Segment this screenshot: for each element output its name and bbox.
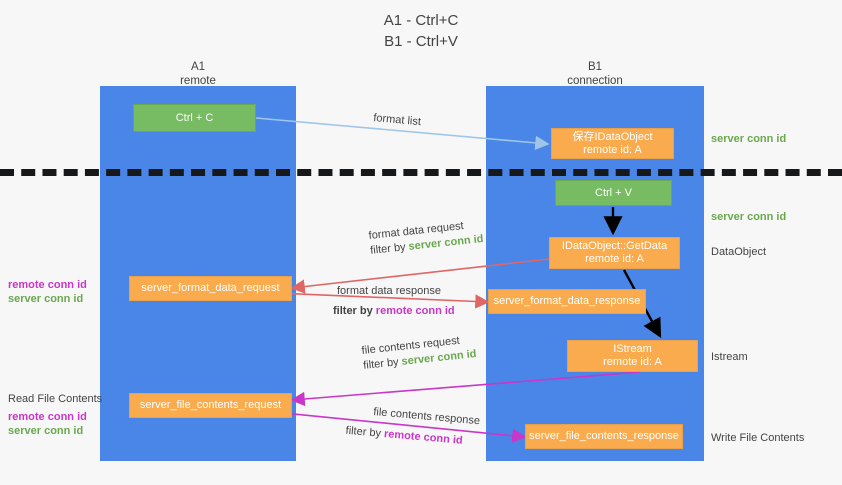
annotation-istream: Istream — [711, 351, 748, 363]
box-server-format-data-response-label: server_format_data_response — [493, 295, 641, 307]
page-title: A1 - Ctrl+C B1 - Ctrl+V — [383, 12, 459, 50]
box-save-idataobject-line1: 保存IDataObject — [572, 130, 653, 143]
lane-header-b1: B1 connection — [567, 61, 623, 87]
box-server-file-contents-response-label: server_file_contents_response — [529, 430, 679, 442]
annotation-server-conn-id-upper: server conn id — [8, 293, 84, 305]
box-ctrl-c-label: Ctrl + C — [175, 111, 214, 124]
box-istream[interactable]: IStream remote id: A — [567, 340, 698, 372]
label-format-data-response-filter: filter by remote conn id — [333, 305, 455, 317]
arrow-format-data-request — [290, 258, 550, 294]
annotation-remote-conn-id-upper: remote conn id — [8, 279, 87, 291]
label-format-data-response: format data response filter by remote co… — [333, 284, 455, 319]
lane-header-a1: A1 remote — [180, 61, 216, 87]
box-ctrl-v[interactable]: Ctrl + V — [555, 180, 672, 206]
box-server-file-contents-request[interactable]: server_file_contents_request — [129, 393, 292, 418]
box-getdata-line2: remote id: A — [585, 253, 644, 265]
box-server-file-contents-response[interactable]: server_file_contents_response — [525, 424, 683, 449]
arrow-format-list — [255, 117, 550, 151]
box-getdata[interactable]: IDataObject::GetData remote id: A — [549, 237, 680, 269]
box-server-format-data-response[interactable]: server_format_data_response — [488, 289, 646, 314]
annotation-dataobject: DataObject — [711, 246, 767, 258]
annotation-server-conn-id-mid: server conn id — [711, 211, 787, 223]
box-server-file-contents-request-label: server_file_contents_request — [139, 399, 282, 411]
annotation-conn-ids-upper: remote conn id server conn id — [8, 278, 87, 306]
phase-divider — [0, 169, 842, 176]
box-ctrl-c[interactable]: Ctrl + C — [133, 104, 256, 132]
annotation-remote-conn-id-lower: remote conn id — [8, 411, 87, 423]
box-server-format-data-request-label: server_format_data_request — [141, 282, 280, 294]
arrow-file-contents-request — [290, 371, 641, 407]
box-ctrl-v-label: Ctrl + V — [595, 186, 632, 199]
box-istream-line2: remote id: A — [603, 356, 662, 368]
annotation-write-file-contents: Write File Contents — [711, 432, 805, 444]
box-server-format-data-request[interactable]: server_format_data_request — [129, 276, 292, 301]
box-istream-line1: IStream — [613, 343, 652, 355]
label-format-data-response-line1: format data response — [337, 285, 441, 297]
annotation-server-conn-id-top: server conn id — [711, 133, 787, 145]
annotation-conn-ids-lower: remote conn id server conn id — [8, 410, 87, 438]
box-save-idataobject[interactable]: 保存IDataObject remote id: A — [551, 128, 674, 159]
box-save-idataobject-line2: remote id: A — [583, 143, 642, 156]
annotation-read-file-contents: Read File Contents — [8, 393, 103, 405]
box-getdata-line1: IDataObject::GetData — [561, 240, 668, 252]
annotation-server-conn-id-lower: server conn id — [8, 425, 84, 437]
